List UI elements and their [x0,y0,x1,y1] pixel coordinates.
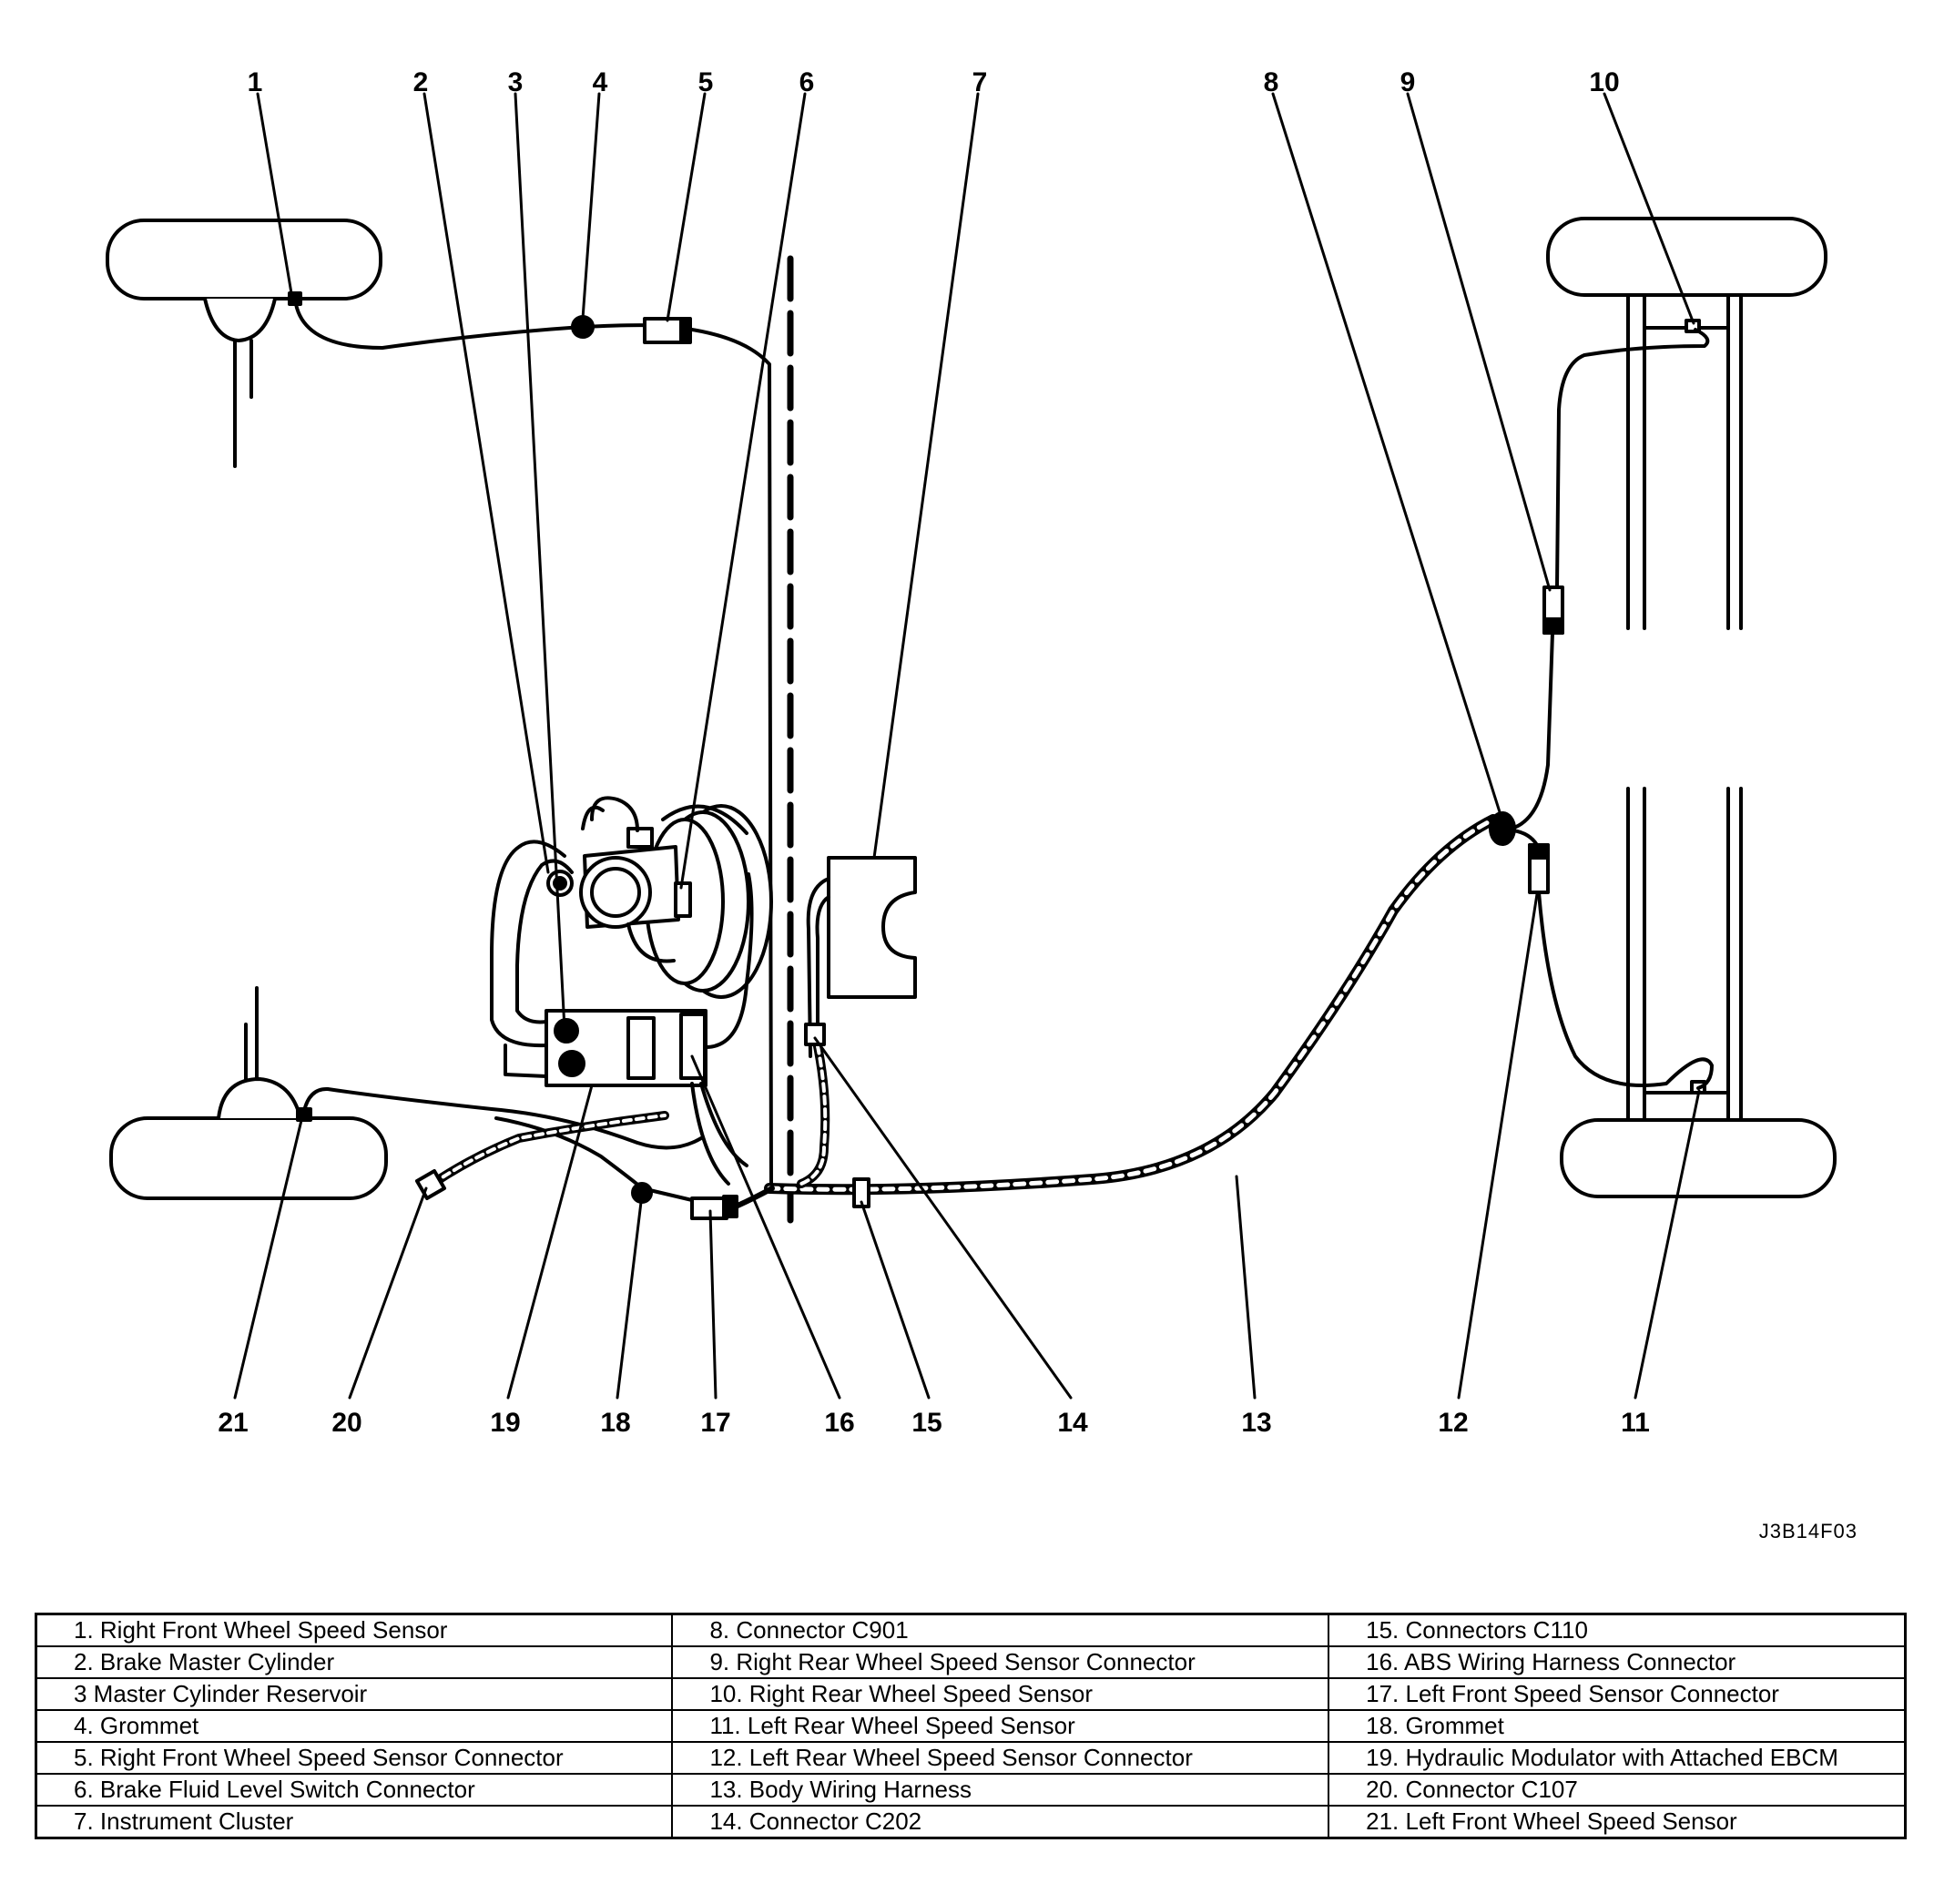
callout-2: 2 [413,67,429,97]
callout-12: 12 [1438,1408,1468,1438]
legend-item-1: 1. Right Front Wheel Speed Sensor [35,1614,674,1647]
left-front-wheel [109,986,388,1200]
callout-15: 15 [911,1408,942,1438]
legend-row: 1. Right Front Wheel Speed Sensor 8. Con… [35,1614,1907,1647]
master-cylinder [579,796,692,963]
legend-row: 7. Instrument Cluster 14. Connector C202… [35,1806,1907,1839]
legend-item-11: 11. Left Rear Wheel Speed Sensor [671,1710,1330,1743]
brake-booster [645,804,773,999]
legend-item-21: 21. Left Front Wheel Speed Sensor [1328,1806,1907,1839]
legend-item-18: 18. Grommet [1328,1710,1907,1743]
legend-item-10: 10. Right Rear Wheel Speed Sensor [671,1678,1330,1711]
legend-row: 2. Brake Master Cylinder 9. Right Rear W… [35,1646,1907,1679]
right-rear-wheel [1546,217,1827,630]
legend-row: 6. Brake Fluid Level Switch Connector 13… [35,1774,1907,1807]
callout-6: 6 [799,67,815,97]
callout-14: 14 [1057,1408,1088,1438]
hydraulic-modulator [545,872,754,1186]
callout-19: 19 [490,1408,520,1438]
legend-row: 5. Right Front Wheel Speed Sensor Connec… [35,1742,1907,1775]
callout-13: 13 [1241,1408,1271,1438]
callout-11: 11 [1621,1408,1650,1438]
left-rear-sensor-wire [1512,829,1714,1090]
legend-item-9: 9. Right Rear Wheel Speed Sensor Connect… [671,1646,1330,1679]
left-rear-wheel [1560,787,1837,1198]
legend-item-5: 5. Right Front Wheel Speed Sensor Connec… [35,1742,674,1775]
legend-row: 3 Master Cylinder Reservoir 10. Right Re… [35,1678,1907,1711]
callout-8: 8 [1264,67,1279,97]
callout-10: 10 [1589,67,1619,97]
legend-item-20: 20. Connector C107 [1328,1774,1907,1807]
callout-16: 16 [824,1408,854,1438]
callout-9: 9 [1400,67,1416,97]
right-front-wheel [106,219,382,468]
right-rear-sensor-wire [1510,328,1710,830]
callout-1: 1 [248,67,263,97]
callout-4: 4 [593,67,608,97]
legend-item-16: 16. ABS Wiring Harness Connector [1328,1646,1907,1679]
callout-17: 17 [700,1408,730,1438]
callout-20: 20 [331,1408,361,1438]
legend-item-8: 8. Connector C901 [671,1614,1330,1647]
legend-item-2: 2. Brake Master Cylinder [35,1646,674,1679]
legend-item-12: 12. Left Rear Wheel Speed Sensor Connect… [671,1742,1330,1775]
legend-item-7: 7. Instrument Cluster [35,1806,674,1839]
abs-wiring-diagram: 1 2 3 4 5 6 7 8 9 10 11 12 13 14 15 16 1… [106,67,1858,1543]
legend-item-17: 17. Left Front Speed Sensor Connector [1328,1678,1907,1711]
callout-21: 21 [218,1408,248,1438]
callout-5: 5 [698,67,714,97]
callout-7: 7 [972,67,988,97]
legend-item-13: 13. Body Wiring Harness [671,1774,1330,1807]
legend-item-6: 6. Brake Fluid Level Switch Connector [35,1774,674,1807]
legend-row: 4. Grommet 11. Left Rear Wheel Speed Sen… [35,1710,1907,1743]
legend-item-15: 15. Connectors C110 [1328,1614,1907,1647]
leader-lines [233,92,1701,1400]
right-front-sensor-wire [294,302,773,1190]
instrument-cluster [806,856,917,1058]
legend-table: 1. Right Front Wheel Speed Sensor 8. Con… [35,1613,1907,1839]
c107-harness [428,1111,669,1188]
legend-item-14: 14. Connector C202 [671,1806,1330,1839]
legend-item-19: 19. Hydraulic Modulator with Attached EB… [1328,1742,1907,1775]
legend-item-3: 3 Master Cylinder Reservoir [35,1678,674,1711]
figure-id: J3B14F03 [1759,1520,1858,1543]
body-wiring-harness [764,814,1499,1208]
callout-18: 18 [600,1408,630,1438]
callout-3: 3 [508,67,524,97]
legend-item-4: 4. Grommet [35,1710,674,1743]
